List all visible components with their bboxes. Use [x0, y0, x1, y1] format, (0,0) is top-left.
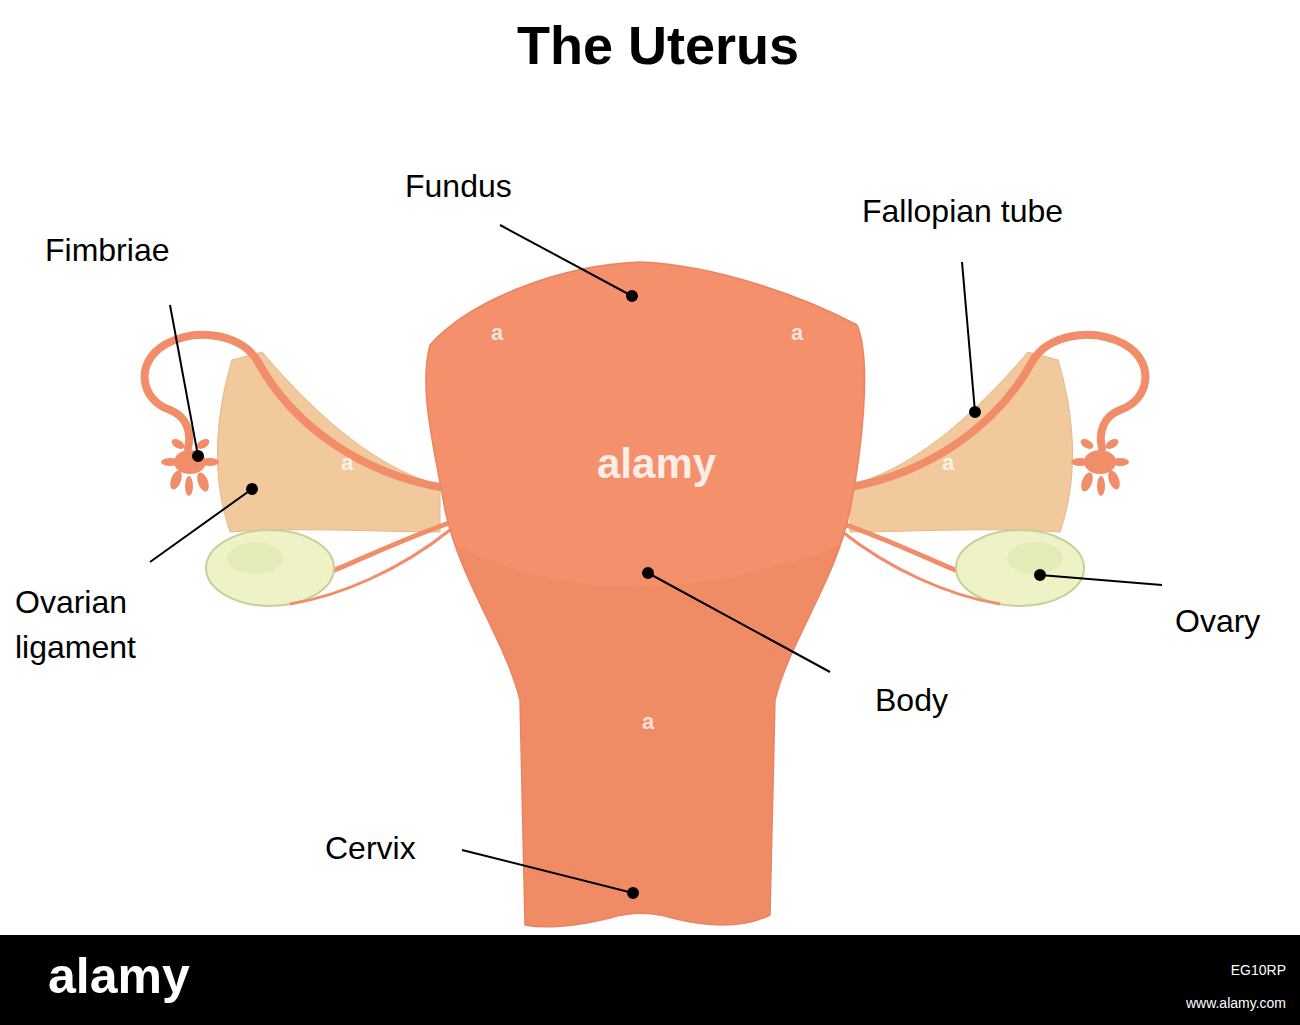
uterus-body: [426, 262, 865, 927]
leader-lines: [150, 225, 1162, 898]
fimbriae: [161, 437, 219, 496]
part-label: Body: [875, 682, 948, 719]
watermark: a: [491, 320, 503, 345]
part-label: Ovarian ligament: [15, 580, 185, 670]
watermark: a: [642, 709, 654, 734]
watermark-url: www.alamy.com: [1186, 995, 1286, 1011]
image-id: EG10RP: [1231, 962, 1286, 978]
watermark-logo: alamy: [48, 948, 190, 1006]
cervix-shading: [455, 545, 840, 927]
ovarian-ligament-cord: [330, 522, 452, 572]
watermark: a: [942, 450, 954, 475]
part-label: Cervix: [325, 830, 416, 867]
diagram-title: The Uterus: [0, 14, 1300, 76]
part-label: Fundus: [405, 168, 512, 205]
watermark: a: [341, 450, 353, 475]
watermark: a: [791, 320, 803, 345]
ovary-shape: [206, 530, 334, 606]
watermark: alamy: [597, 440, 716, 488]
part-label: Fallopian tube: [862, 193, 1063, 230]
part-label: Fimbriae: [45, 232, 169, 269]
watermark-bar: [0, 935, 1300, 1025]
left-adnexa: [145, 335, 452, 606]
part-label: Ovary: [1175, 603, 1260, 640]
